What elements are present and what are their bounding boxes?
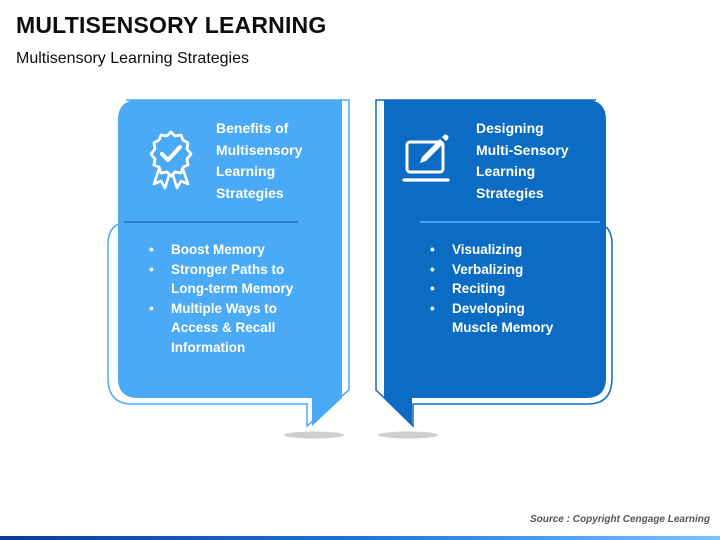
right-card-title-line: Multi-Sensory (476, 141, 569, 158)
slide-subtitle: Multisensory Learning Strategies (16, 50, 250, 67)
award-badge-icon (149, 130, 193, 190)
left-card-outline-bottom (107, 221, 350, 428)
left-card-title-line: Multisensory (216, 141, 303, 158)
slide-title: MULTISENSORY LEARNING (16, 12, 327, 38)
right-card-title-line: Learning (476, 163, 536, 179)
bottom-accent-bar (0, 536, 720, 540)
left-card-title: Benefits of Multisensory Learning Strate… (216, 118, 302, 204)
right-card-outline-bottom (375, 221, 613, 428)
left-card-title-line: Benefits of (216, 120, 289, 136)
right-card-shadow (378, 431, 438, 439)
list-item: Verbalizing (428, 260, 598, 280)
laptop-pen-icon (402, 134, 450, 182)
list-item: Multiple Ways to Access & Recall Informa… (147, 299, 337, 358)
left-card-outline-top (126, 99, 350, 222)
right-card-title: Designing Multi-Sensory Learning Strateg… (476, 118, 569, 204)
left-card-title-line: Learning (216, 163, 276, 179)
right-card-list: Visualizing Verbalizing Reciting Develop… (428, 240, 598, 338)
list-item: Boost Memory (147, 240, 337, 260)
source-note: Source : Copyright Cengage Learning (529, 514, 710, 525)
list-item: Visualizing (428, 240, 598, 260)
list-item: Reciting (428, 279, 598, 299)
list-item: Developing Muscle Memory (428, 299, 598, 338)
list-item: Stronger Paths to Long-term Memory (147, 260, 337, 299)
right-card-outline-top (375, 99, 596, 222)
right-card-title-line: Strategies (476, 184, 544, 201)
right-card-title-line: Designing (476, 120, 544, 136)
left-card-title-line: Strategies (216, 184, 284, 201)
left-card-list: Boost Memory Stronger Paths to Long-term… (147, 240, 337, 357)
left-card-shadow (284, 431, 344, 439)
